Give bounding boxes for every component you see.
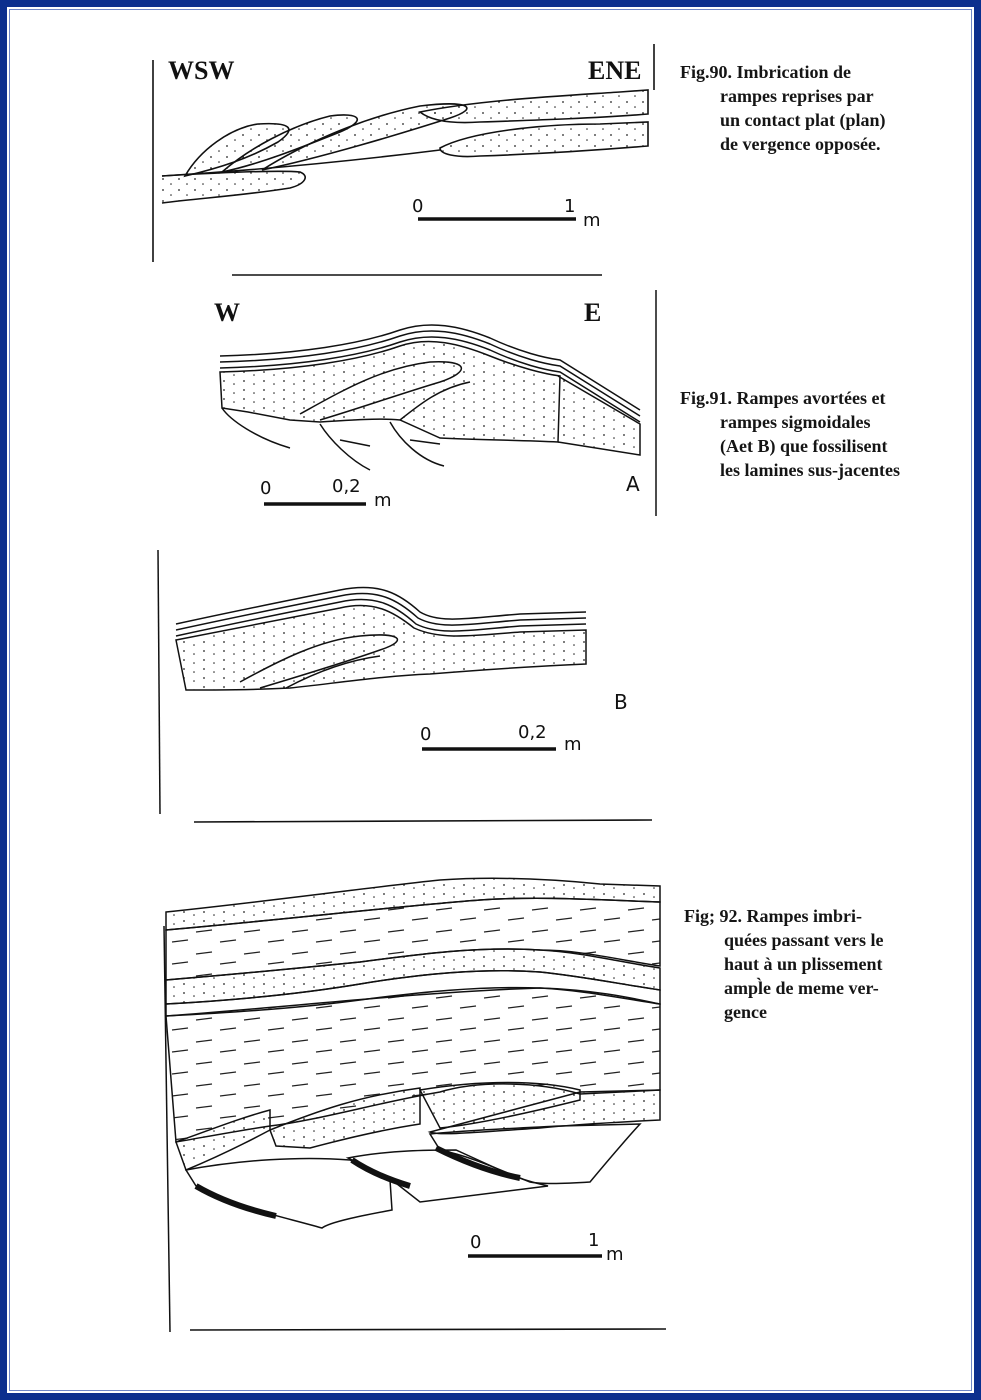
- fig92-caption-line-2: quées passant vers le: [684, 928, 968, 952]
- fig91-caption: Fig.91. Rampes avortées et rampes sigmoi…: [680, 386, 972, 482]
- fig91a-right-block: [558, 376, 640, 455]
- fig90-scale-zero: 0: [412, 196, 423, 217]
- fig91-caption-line-3: (Aet B) que fossilisent: [680, 434, 972, 458]
- fig92-scale-zero: 0: [470, 1232, 481, 1253]
- fig92-fault-shadow-2: [352, 1160, 410, 1186]
- fig91b-scale-zero: 0: [420, 724, 431, 745]
- fig91a-scale-end: 0,2: [332, 476, 361, 497]
- fig91a-panel-letter: A: [626, 472, 640, 496]
- fig91a-scale-unit: m: [374, 490, 392, 511]
- fig91b-scale-unit: m: [564, 734, 582, 755]
- fig91b-scale-end: 0,2: [518, 722, 547, 743]
- fig90-base-bed: [162, 171, 305, 203]
- fig92-separator: [190, 1329, 666, 1330]
- fig90-upper-bed: [420, 90, 648, 123]
- fig91-caption-line-4: les lamines sus-jacentes: [680, 458, 972, 482]
- fig90-lower-lens: [440, 122, 648, 157]
- fig92-caption-number: Fig; 92.: [684, 906, 742, 926]
- fig90-scale-end: 1: [564, 196, 575, 217]
- fig92-caption-line-1: Rampes imbri-: [747, 906, 863, 926]
- fig91-caption-line-1: Rampes avortées et: [737, 388, 886, 408]
- fig91b-sand-bed: [176, 605, 586, 690]
- fig90-direction-left: WSW: [168, 56, 234, 86]
- fig91-direction-right: E: [584, 298, 601, 328]
- fig91-direction-left: W: [214, 298, 240, 328]
- fig92-caption-line-5: gence: [684, 1000, 968, 1024]
- fig90-direction-right: ENE: [588, 56, 641, 86]
- fig90-caption-line-1: Imbrication de: [737, 62, 852, 82]
- fig90-caption-line-4: de vergence opposée.: [680, 132, 970, 156]
- fig91-separator: [194, 820, 652, 822]
- fig91b-panel-letter: B: [614, 690, 628, 714]
- fig92-fault-shadow-3: [436, 1148, 520, 1178]
- fig91a-sand-bed: [220, 341, 560, 442]
- fig91a-thrust-2: [320, 424, 370, 470]
- fig91-caption-number: Fig.91.: [680, 388, 732, 408]
- fig92-scale-unit: m: [606, 1244, 624, 1265]
- fig92-caption: Fig; 92. Rampes imbri- quées passant ver…: [684, 904, 968, 1024]
- fig91a-scale-zero: 0: [260, 478, 271, 499]
- fig92-fault-shadow-1: [196, 1186, 276, 1216]
- fig91b-sketch: [158, 550, 652, 822]
- fig92-sketch: [164, 878, 666, 1332]
- fig92-scale-end: 1: [588, 1230, 599, 1251]
- fig91a-hatch-2: [410, 440, 440, 444]
- fig90-caption-line-2: rampes reprises par: [680, 84, 970, 108]
- fig90-caption-line-3: un contact plat (plan): [680, 108, 970, 132]
- fig92-caption-line-3: haut à un plissement: [684, 952, 968, 976]
- fig90-caption-number: Fig.90.: [680, 62, 732, 82]
- fig92-caption-line-4: ampl̀e de meme ver-: [684, 976, 968, 1000]
- fig91a-hatch-1: [340, 440, 370, 446]
- fig91b-left-border: [158, 550, 160, 814]
- fig90-caption: Fig.90. Imbrication de rampes reprises p…: [680, 60, 970, 156]
- fig91-caption-line-2: rampes sigmoidales: [680, 410, 972, 434]
- fig90-scale-unit: m: [583, 210, 601, 231]
